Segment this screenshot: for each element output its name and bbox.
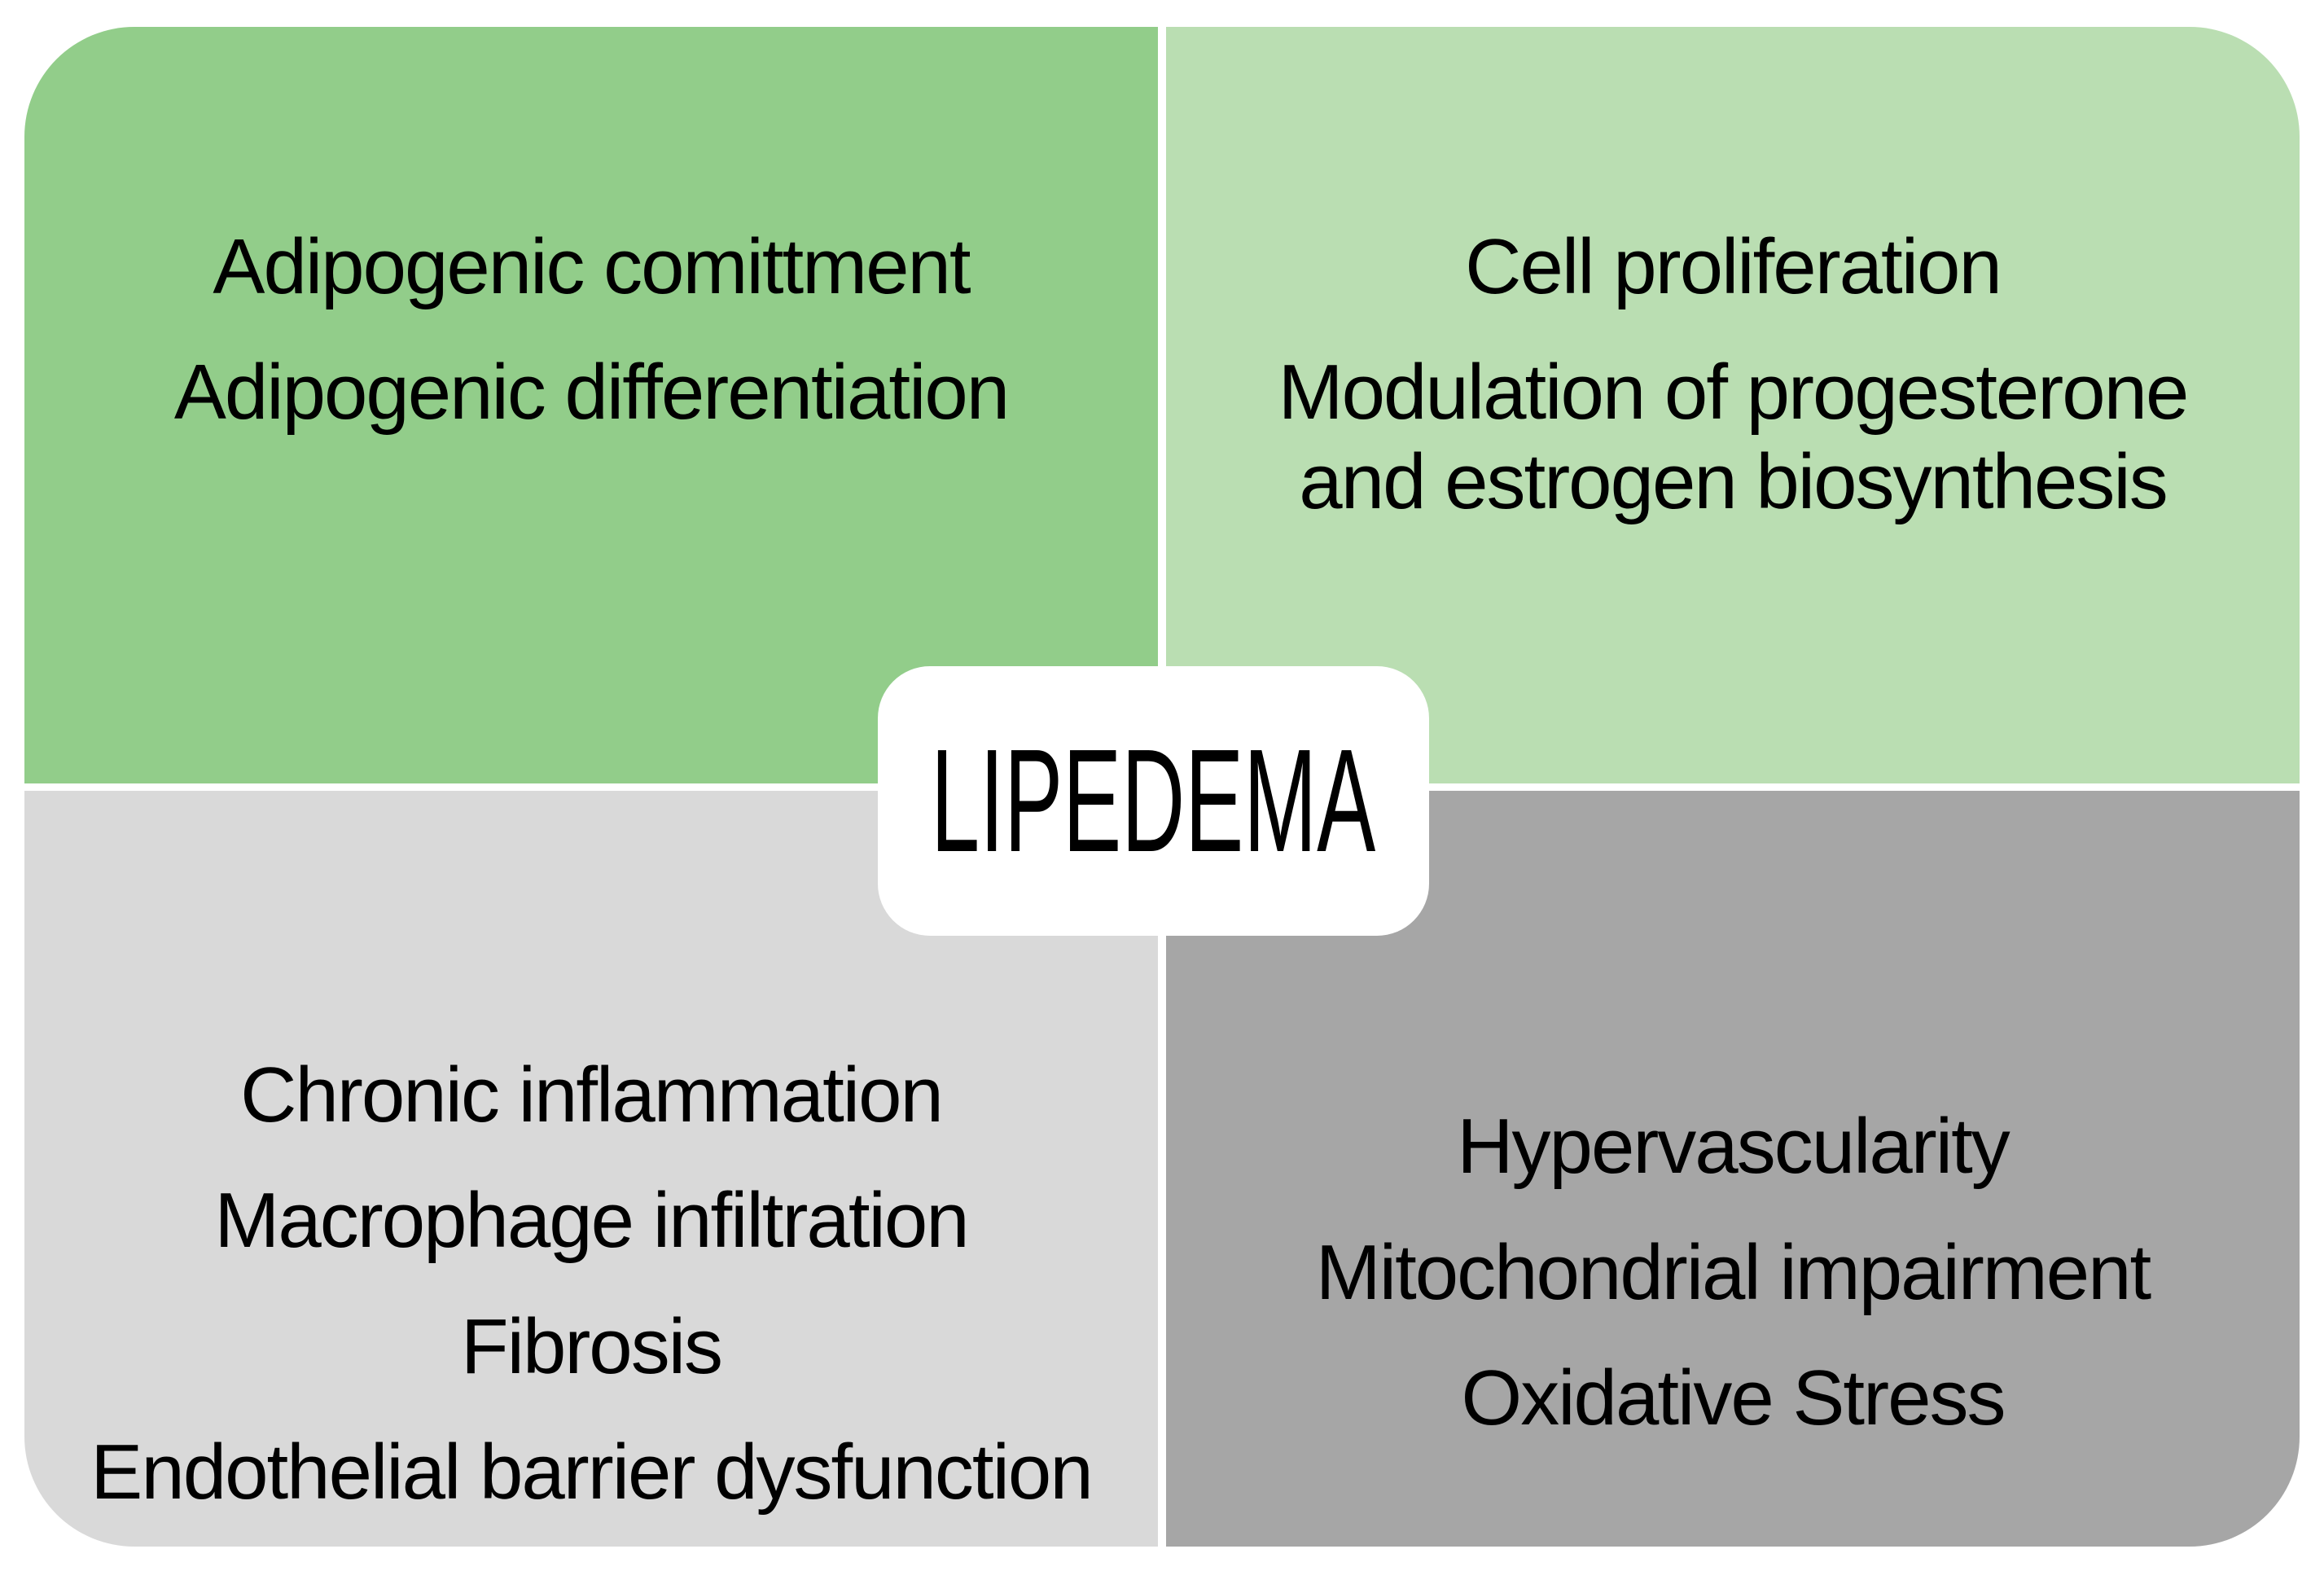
quadrant-item: Oxidative Stress: [1461, 1354, 2006, 1442]
quadrant-item: Modulation of progesterone and estrogen …: [1278, 349, 2190, 526]
center-label-box: LIPEDEMA: [878, 666, 1429, 936]
quadrant-item: Mitochondrial impairment: [1315, 1228, 2151, 1316]
diagram-title: LIPEDEMA: [931, 718, 1376, 883]
quadrant-item: Adipogenic comittment: [213, 222, 971, 310]
quadrant-item: Chronic inflammation: [240, 1051, 944, 1139]
quadrant-item: Hypervascularity: [1457, 1103, 2010, 1191]
quadrant-item: Cell proliferation: [1465, 222, 2002, 310]
quadrant-item: Adipogenic differentiation: [173, 349, 1010, 437]
quadrant-item: Fibrosis: [460, 1302, 723, 1390]
quadrant-item: Macrophage infiltration: [214, 1177, 969, 1265]
quadrant-item: Endothelial barrier dysfunction: [90, 1428, 1093, 1516]
